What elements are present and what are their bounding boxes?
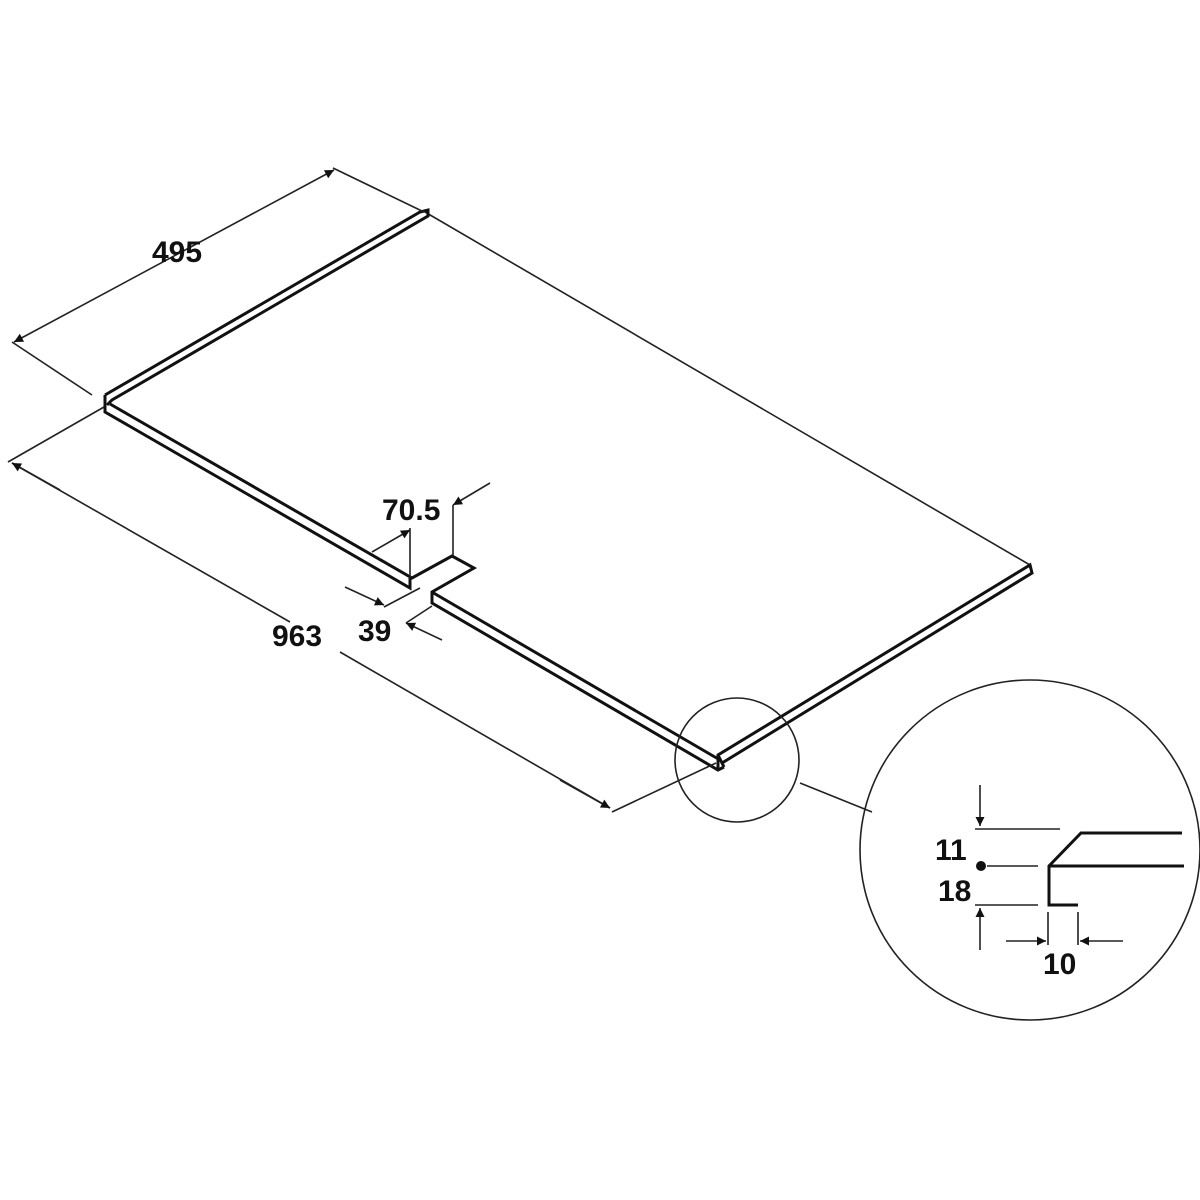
detail-label-lower-height: 18 — [938, 875, 971, 908]
detail-lip-profile — [975, 785, 1184, 950]
dimension-label-notch-offset: 70.5 — [382, 494, 440, 527]
left-lip — [104, 208, 430, 407]
detail-marker-circle — [674, 697, 800, 823]
front-lip-with-notch — [103, 395, 725, 772]
detail-label-lip-width: 10 — [1043, 948, 1076, 981]
detail-view-circle — [859, 679, 1200, 1021]
shelf-board — [103, 208, 1034, 772]
dimension-label-notch-depth: 39 — [358, 615, 391, 648]
datum-dot — [976, 861, 986, 871]
dimension-label-length: 963 — [272, 620, 322, 653]
detail-leader-line — [799, 782, 873, 813]
right-lip — [716, 562, 1034, 770]
dimension-notch-depth — [344, 586, 443, 641]
back-edge — [424, 211, 1031, 566]
dimension-width — [11, 167, 425, 396]
dimension-length — [7, 406, 717, 813]
dimension-label-width: 495 — [152, 236, 202, 269]
detail-label-upper-height: 11 — [935, 834, 967, 867]
dimension-notch-offset — [371, 482, 491, 578]
front-lip-inner — [431, 590, 721, 762]
